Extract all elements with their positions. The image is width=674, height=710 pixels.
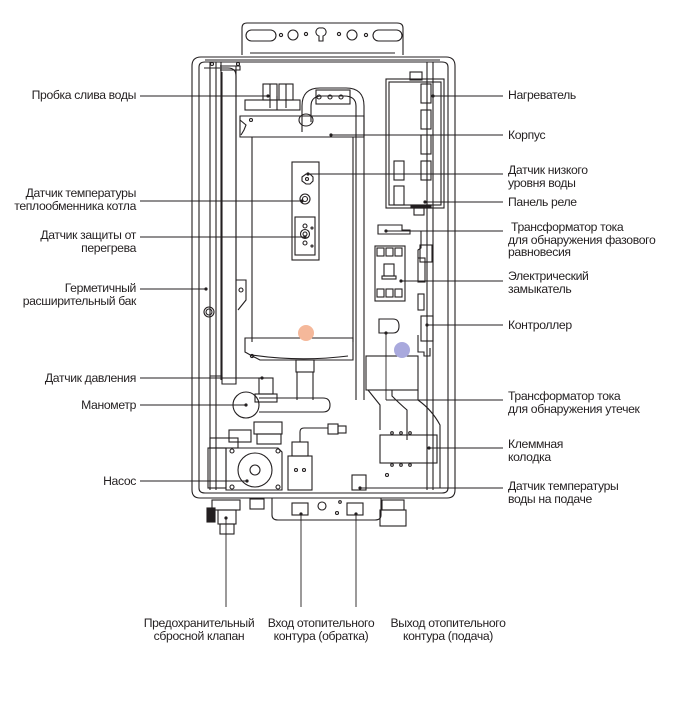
blue-marker: [394, 342, 410, 358]
label-controller: Контроллер: [508, 318, 572, 332]
label-relay-panel: Панель реле: [508, 195, 577, 209]
label-manometer: Манометр: [81, 398, 136, 412]
label-supply-outlet: Выход отопительного контура (подача): [390, 616, 506, 643]
top-pipe: [244, 83, 365, 400]
heater-panel: [385, 71, 445, 216]
label-return-inlet: Вход отопительного контура (обратка): [267, 616, 375, 643]
label-housing: Корпус: [508, 128, 546, 142]
label-leakage-ct: Трансформатор тока для обнаружения утече…: [508, 389, 640, 416]
label-heat-exchanger-temp-sensor: Датчик температуры теплообменника котла: [14, 186, 136, 213]
label-overheat-sensor: Датчик защиты от перегрева: [40, 228, 136, 255]
label-low-water-sensor: Датчик низкого уровня воды: [508, 163, 588, 190]
label-drain-plug: Пробка слива воды: [31, 88, 137, 102]
bottom-connections: [206, 497, 445, 535]
label-pump: Насос: [103, 474, 136, 488]
label-pressure-sensor: Датчик давления: [44, 371, 136, 385]
lower-wiring: [365, 355, 441, 488]
contactor-area: [374, 224, 434, 357]
label-safety-valve: Предохранительный сбросной клапан: [143, 616, 255, 643]
label-supply-temp-sensor: Датчик температуры воды на подаче: [508, 479, 619, 506]
pump-assembly: [207, 377, 367, 491]
expansion-tank-shape: [203, 67, 247, 385]
label-phase-balance-ct: Трансформатор тока для обнаружения фазов…: [508, 220, 656, 259]
boiler-frame: [191, 56, 456, 499]
mounting-bracket: [241, 22, 404, 55]
orange-marker: [298, 325, 314, 341]
label-terminal-block: Клеммная колодка: [508, 437, 564, 464]
label-contactor: Электрический замыкатель: [508, 269, 589, 296]
label-heater: Нагреватель: [508, 88, 576, 102]
heat-exchanger: [239, 115, 365, 400]
label-expansion-tank: Герметичный расширительный бак: [22, 281, 137, 308]
